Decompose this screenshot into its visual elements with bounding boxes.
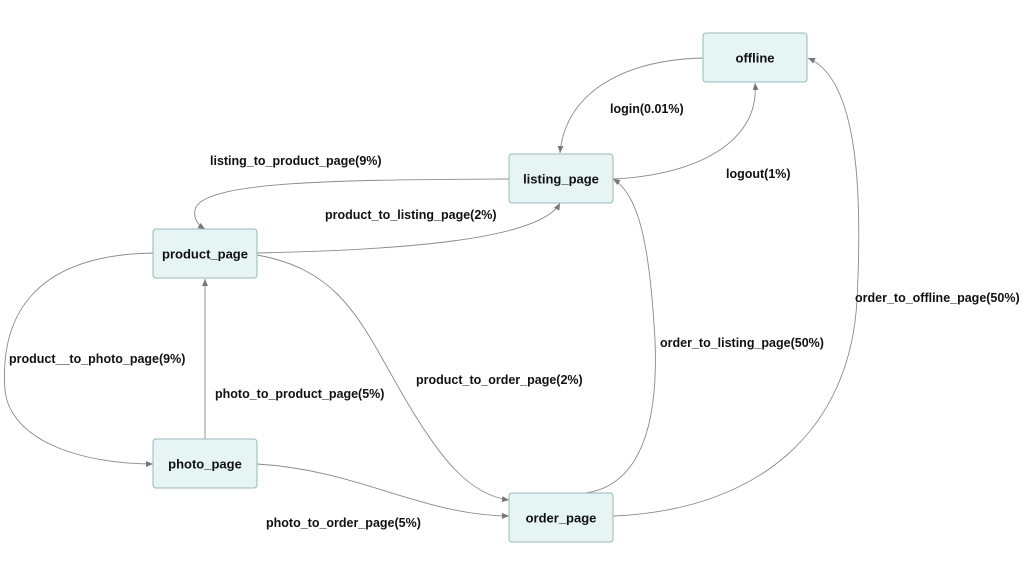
node-listing-page: listing_page: [508, 153, 614, 204]
node-offline: offline: [702, 32, 808, 83]
node-label: listing_page: [523, 172, 599, 187]
edge-label-photo-to-product: photo_to_product_page(5%): [215, 387, 384, 401]
edge-label-logout: logout(1%): [726, 167, 791, 181]
edge-order-to-offline: [612, 57, 860, 517]
edge-label-photo-to-order: photo_to_order_page(5%): [266, 516, 421, 530]
edge-label-listing-to-product: listing_to_product_page(9%): [210, 154, 382, 168]
node-order-page: order_page: [508, 492, 614, 543]
edge-photo-to-order: [256, 463, 510, 519]
edge-login: [557, 57, 704, 154]
node-photo-page: photo_page: [152, 438, 258, 489]
edge-product-to-order: [256, 254, 510, 503]
edge-product-to-photo: [4, 252, 154, 467]
edge-listing-to-product: [194, 178, 510, 230]
edge-label-order-to-listing: order_to_listing_page(50%): [660, 336, 824, 350]
edge-order-to-listing: [560, 178, 656, 495]
edge-logout: [612, 82, 759, 180]
edge-label-login: login(0.01%): [610, 102, 684, 116]
node-label: product_page: [162, 247, 248, 262]
node-label: photo_page: [168, 457, 242, 472]
edge-label-product-to-listing: product_to_listing_page(2%): [325, 208, 497, 222]
node-product-page: product_page: [152, 228, 258, 279]
edge-label-product-to-order: product_to_order_page(2%): [416, 373, 583, 387]
node-label: offline: [736, 51, 775, 66]
edge-label-product-to-photo: product__to_photo_page(9%): [9, 352, 185, 366]
edge-product-to-listing: [256, 202, 561, 254]
node-label: order_page: [526, 511, 597, 526]
edge-label-order-to-offline: order_to_offline_page(50%): [855, 291, 1020, 305]
